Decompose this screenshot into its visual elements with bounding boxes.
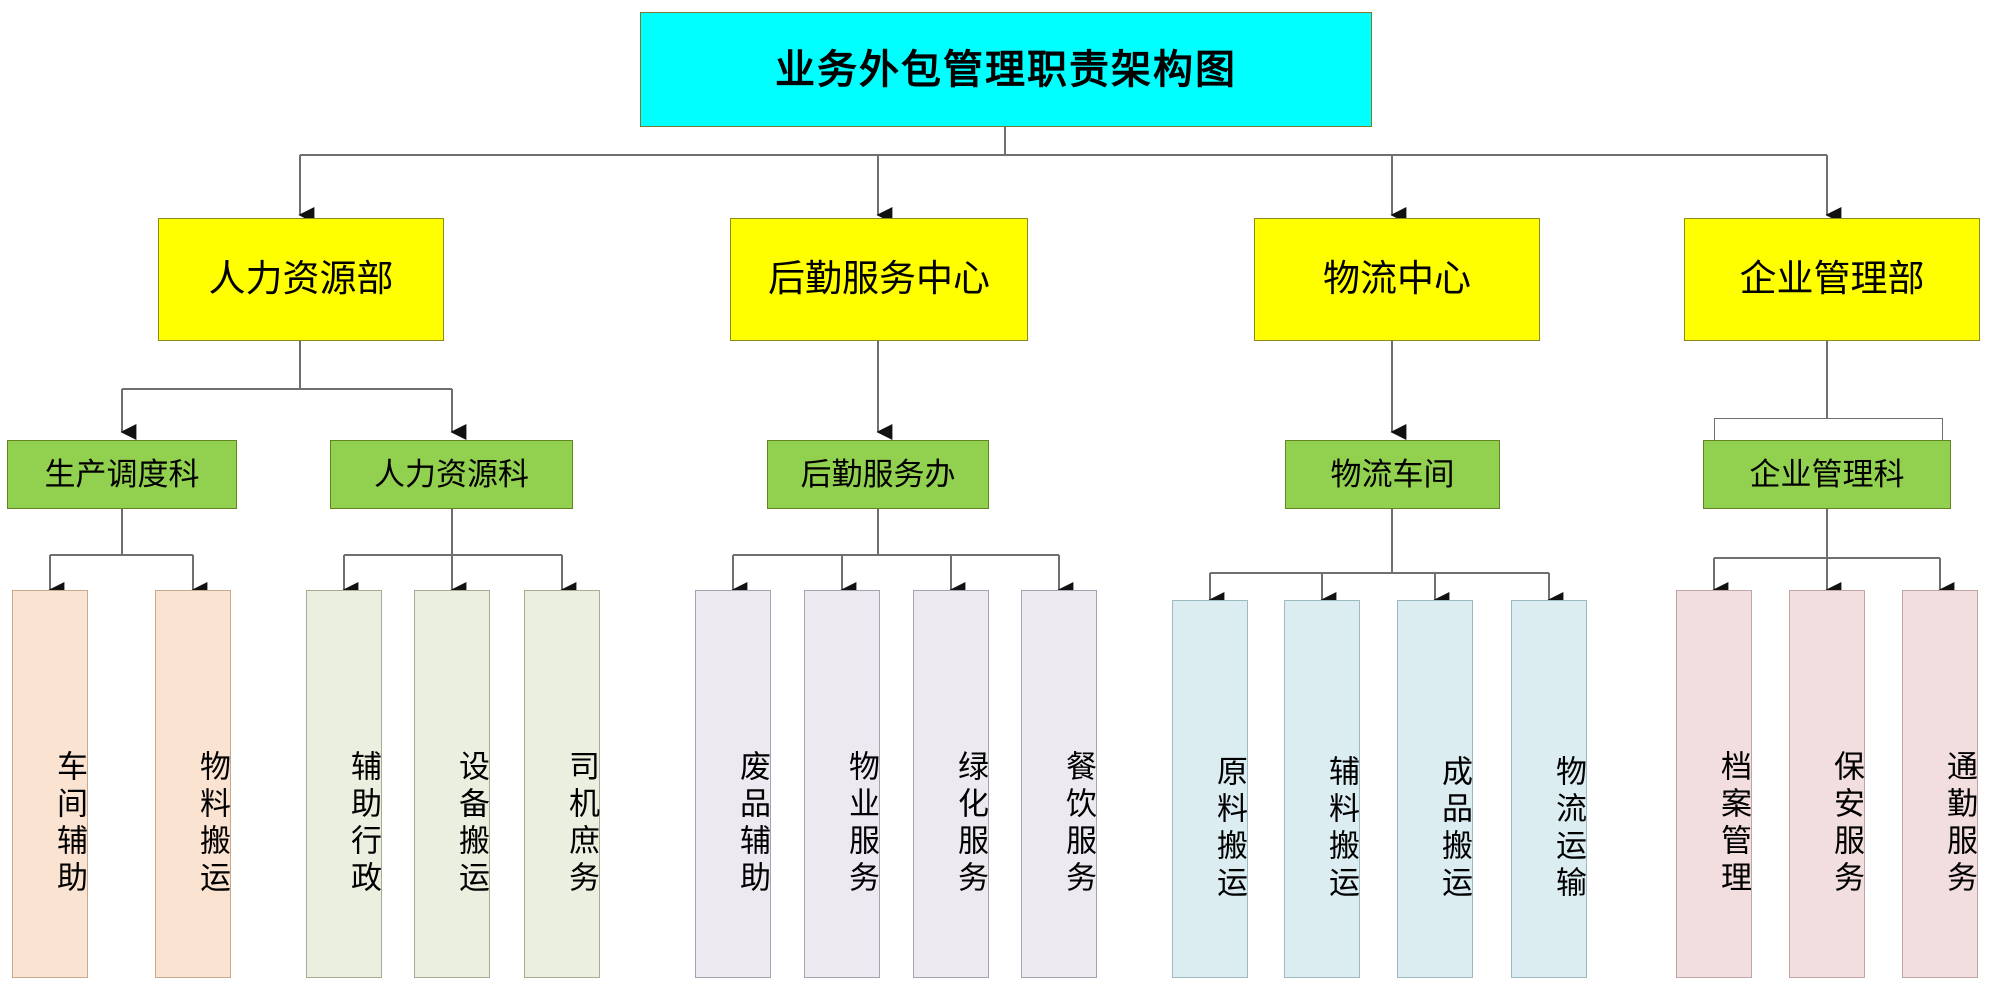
leaf-label-workshop-assist: 车间辅助 xyxy=(52,750,87,898)
section-label-logi-office: 后勤服务办 xyxy=(800,456,956,492)
leaf-label-logistics-transport: 物流运输 xyxy=(1551,755,1586,903)
department-node-hr[interactable]: 人力资源部 xyxy=(158,218,444,341)
leaf-node-property-services[interactable]: 物业服务 xyxy=(804,590,880,978)
leaf-label-admin-assist: 辅助行政 xyxy=(346,750,381,898)
leaf-node-equipment-handling[interactable]: 设备搬运 xyxy=(414,590,490,978)
leaf-label-finished-goods-handling: 成品搬运 xyxy=(1437,755,1472,903)
leaf-node-archive-management[interactable]: 档案管理 xyxy=(1676,590,1752,978)
leaf-node-raw-material-handling[interactable]: 原料搬运 xyxy=(1172,600,1248,978)
department-node-enterprise[interactable]: 企业管理部 xyxy=(1684,218,1980,341)
leaf-node-scrap-assist[interactable]: 废品辅助 xyxy=(695,590,771,978)
section-node-hr-section[interactable]: 人力资源科 xyxy=(330,440,573,509)
leaf-node-security-services[interactable]: 保安服务 xyxy=(1789,590,1865,978)
chart-title-node: 业务外包管理职责架构图 xyxy=(640,12,1372,127)
leaf-label-security-services: 保安服务 xyxy=(1829,750,1864,898)
department-node-warehouse[interactable]: 物流中心 xyxy=(1254,218,1540,341)
leaf-label-archive-management: 档案管理 xyxy=(1716,750,1751,898)
leaf-node-driver-services[interactable]: 司机庶务 xyxy=(524,590,600,978)
leaf-node-catering-services[interactable]: 餐饮服务 xyxy=(1021,590,1097,978)
section-node-ent-section[interactable]: 企业管理科 xyxy=(1703,440,1951,509)
leaf-label-aux-material-handling: 辅料搬运 xyxy=(1324,755,1359,903)
leaf-label-property-services: 物业服务 xyxy=(844,750,879,898)
leaf-label-scrap-assist: 废品辅助 xyxy=(735,750,770,898)
leaf-node-finished-goods-handling[interactable]: 成品搬运 xyxy=(1397,600,1473,978)
leaf-label-raw-material-handling: 原料搬运 xyxy=(1212,755,1247,903)
leaf-node-admin-assist[interactable]: 辅助行政 xyxy=(306,590,382,978)
department-label-enterprise: 企业管理部 xyxy=(1739,258,1925,300)
department-label-logistics: 后勤服务中心 xyxy=(768,258,990,300)
section-node-logi-office[interactable]: 后勤服务办 xyxy=(767,440,989,509)
chart-title-label: 业务外包管理职责架构图 xyxy=(775,47,1237,92)
section-label-wl-shop: 物流车间 xyxy=(1330,456,1455,492)
leaf-label-material-handling: 物料搬运 xyxy=(195,750,230,898)
leaf-node-aux-material-handling[interactable]: 辅料搬运 xyxy=(1284,600,1360,978)
section-node-prod-sched[interactable]: 生产调度科 xyxy=(7,440,237,509)
leaf-label-commute-services: 通勤服务 xyxy=(1942,750,1977,898)
section-label-ent-section: 企业管理科 xyxy=(1749,456,1905,492)
department-label-warehouse: 物流中心 xyxy=(1323,258,1471,300)
leaf-node-commute-services[interactable]: 通勤服务 xyxy=(1902,590,1978,978)
section-node-wl-shop[interactable]: 物流车间 xyxy=(1285,440,1500,509)
department-label-hr: 人力资源部 xyxy=(208,258,394,300)
leaf-node-workshop-assist[interactable]: 车间辅助 xyxy=(12,590,88,978)
section-label-prod-sched: 生产调度科 xyxy=(44,456,200,492)
leaf-node-logistics-transport[interactable]: 物流运输 xyxy=(1511,600,1587,978)
leaf-label-catering-services: 餐饮服务 xyxy=(1061,750,1096,898)
leaf-label-driver-services: 司机庶务 xyxy=(564,750,599,898)
leaf-node-material-handling[interactable]: 物料搬运 xyxy=(155,590,231,978)
leaf-label-greening-services: 绿化服务 xyxy=(953,750,988,898)
department-node-logistics[interactable]: 后勤服务中心 xyxy=(730,218,1028,341)
section-label-hr-section: 人力资源科 xyxy=(374,456,529,492)
leaf-node-greening-services[interactable]: 绿化服务 xyxy=(913,590,989,978)
leaf-label-equipment-handling: 设备搬运 xyxy=(454,750,489,898)
